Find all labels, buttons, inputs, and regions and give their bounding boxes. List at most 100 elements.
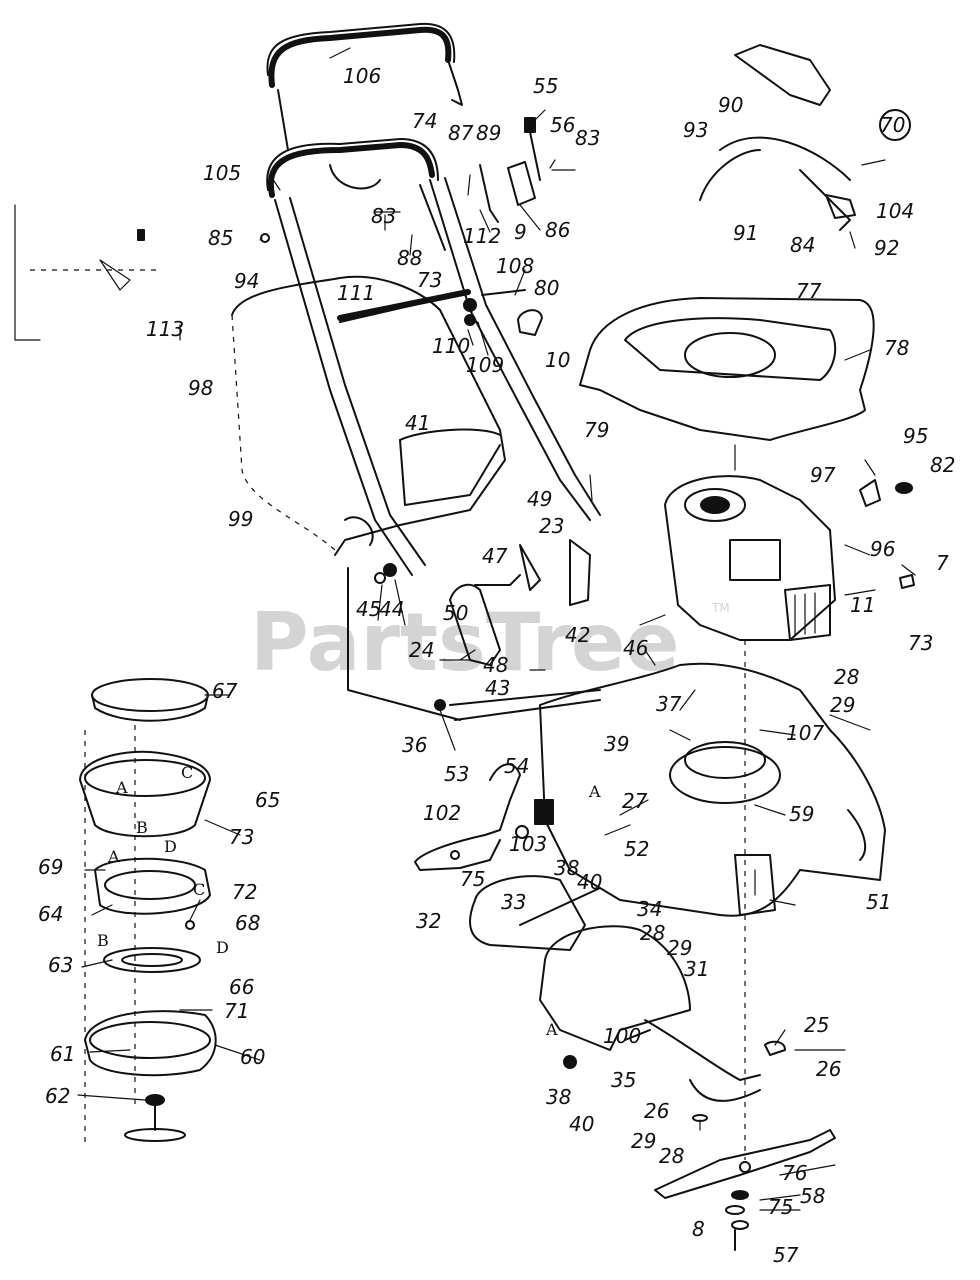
part-number-label: 84 (790, 233, 815, 257)
part-number-label: 48 (483, 653, 508, 677)
part-number-label: 88 (397, 246, 422, 270)
part-number-label: 34 (637, 897, 662, 921)
assembly-mark-label: B (97, 931, 109, 950)
part-number-label: 55 (533, 74, 558, 98)
part-number-label: 26 (644, 1099, 669, 1123)
callout-70-circle (879, 109, 911, 141)
part-number-label: 38 (546, 1085, 571, 1109)
part-number-label: 64 (38, 902, 63, 926)
part-number-label: 78 (884, 336, 909, 360)
part-number-label: 51 (866, 890, 891, 914)
part-number-label: 82 (930, 453, 955, 477)
engine-shroud (579, 297, 875, 441)
assembly-mark-label: A (545, 1020, 558, 1039)
part-number-label: 38 (554, 856, 579, 880)
part-number-label: 41 (405, 411, 430, 435)
part-number-label: 7 (936, 551, 949, 575)
part-number-label: 113 (146, 317, 184, 341)
part-number-label: 95 (903, 424, 928, 448)
part-number-label: 61 (50, 1042, 75, 1066)
part-number-label: 24 (409, 638, 434, 662)
engine (664, 444, 915, 641)
part-number-label: 104 (876, 199, 914, 223)
part-number-label: 87 (448, 121, 474, 145)
discharge-chute (469, 875, 786, 1102)
part-number-label: 52 (624, 837, 649, 861)
part-number-label: 28 (834, 665, 859, 689)
part-number-label: 109 (466, 353, 504, 377)
part-number-label: 32 (416, 909, 441, 933)
assembly-mark-label: B (136, 818, 148, 837)
upper-controls (260, 117, 576, 336)
part-number-label: 111 (337, 281, 375, 305)
part-number-label: 54 (504, 754, 529, 778)
part-number-label: 105 (203, 161, 241, 185)
part-number-label: 10 (545, 348, 570, 372)
part-number-label: 93 (683, 118, 708, 142)
part-number-label: 59 (789, 802, 814, 826)
part-number-label: 49 (527, 487, 552, 511)
part-number-label: 99 (228, 507, 253, 531)
lower-handle-grip (266, 138, 439, 198)
part-number-label: 97 (810, 463, 836, 487)
part-number-label: 90 (718, 93, 743, 117)
part-number-label: 29 (830, 693, 855, 717)
part-number-label: 69 (38, 855, 63, 879)
side-attachment (14, 204, 181, 341)
part-number-label: 29 (631, 1129, 656, 1153)
part-number-label: 83 (371, 204, 396, 228)
part-number-label: 72 (232, 880, 257, 904)
part-number-label: 96 (870, 537, 895, 561)
assembly-mark-label: A (588, 782, 601, 801)
part-number-label: 47 (482, 544, 508, 568)
part-number-label: 28 (659, 1144, 684, 1168)
part-number-label: 89 (476, 121, 501, 145)
deck-bracket (347, 539, 601, 721)
part-number-label: 63 (48, 953, 73, 977)
part-number-label: 65 (255, 788, 280, 812)
part-number-label: 36 (402, 733, 427, 757)
part-number-label: 11 (850, 593, 875, 617)
part-number-label: 45 (356, 597, 381, 621)
part-number-label: 103 (509, 832, 547, 856)
upper-handle (266, 22, 463, 151)
part-number-label: 23 (539, 514, 564, 538)
part-number-label: 39 (604, 732, 629, 756)
part-number-label: 58 (800, 1184, 825, 1208)
part-number-label: 25 (804, 1013, 829, 1037)
part-number-label: 80 (534, 276, 559, 300)
part-number-label: 98 (188, 376, 213, 400)
part-number-label: 68 (235, 911, 260, 935)
leader-lines (77, 47, 916, 1211)
part-number-label: 75 (460, 867, 485, 891)
part-number-label: 31 (684, 957, 709, 981)
part-number-label: 27 (622, 789, 648, 813)
part-number-label: 40 (569, 1112, 594, 1136)
part-number-label: 29 (667, 936, 692, 960)
handle-tubes (274, 177, 601, 576)
part-number-label: 86 (545, 218, 570, 242)
part-number-label: 53 (444, 762, 469, 786)
wheel-height-lever (414, 763, 554, 871)
blade (654, 1114, 836, 1251)
part-number-label: 35 (611, 1068, 636, 1092)
assembly-mark-label: A (107, 847, 120, 866)
part-number-label: 73 (229, 825, 254, 849)
assembly-mark-label: D (216, 938, 229, 957)
part-number-label: 77 (796, 279, 822, 303)
part-number-label: 108 (496, 254, 534, 278)
part-number-label: 28 (640, 921, 665, 945)
part-number-label: 42 (565, 623, 590, 647)
part-number-label: 79 (584, 418, 609, 442)
part-number-label: 44 (379, 597, 404, 621)
part-number-label: 46 (623, 636, 648, 660)
assembly-mark-label: C (181, 763, 193, 782)
part-number-label: 76 (782, 1161, 807, 1185)
part-number-label: 91 (733, 221, 758, 245)
watermark-trademark: TM (711, 601, 730, 615)
part-number-label: 106 (343, 64, 381, 88)
part-number-label: 50 (443, 601, 468, 625)
